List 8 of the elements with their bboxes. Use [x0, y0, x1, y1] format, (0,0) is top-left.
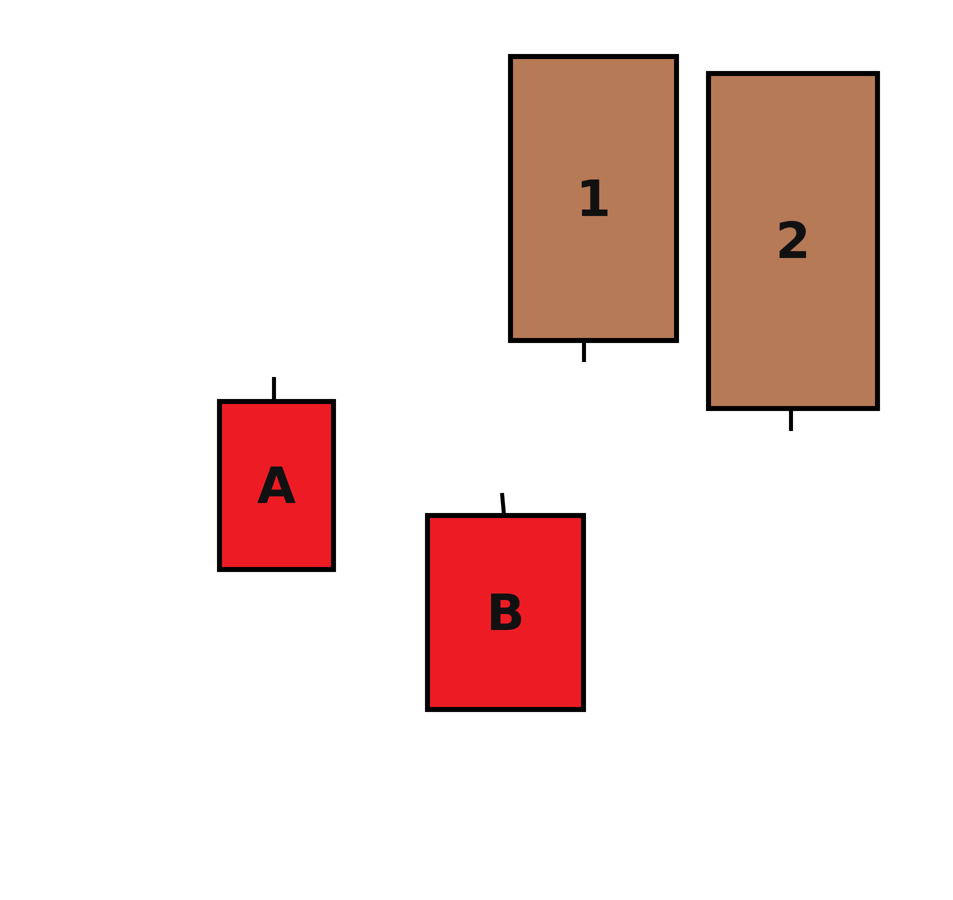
candle-label: 2 [776, 212, 810, 270]
candle-body [425, 513, 586, 712]
candle-body [706, 71, 880, 411]
candle-label: A [257, 456, 296, 514]
candle-label: B [486, 584, 525, 642]
candle-label: 1 [576, 170, 611, 228]
candle-body [508, 54, 679, 343]
candle-body [217, 399, 336, 572]
